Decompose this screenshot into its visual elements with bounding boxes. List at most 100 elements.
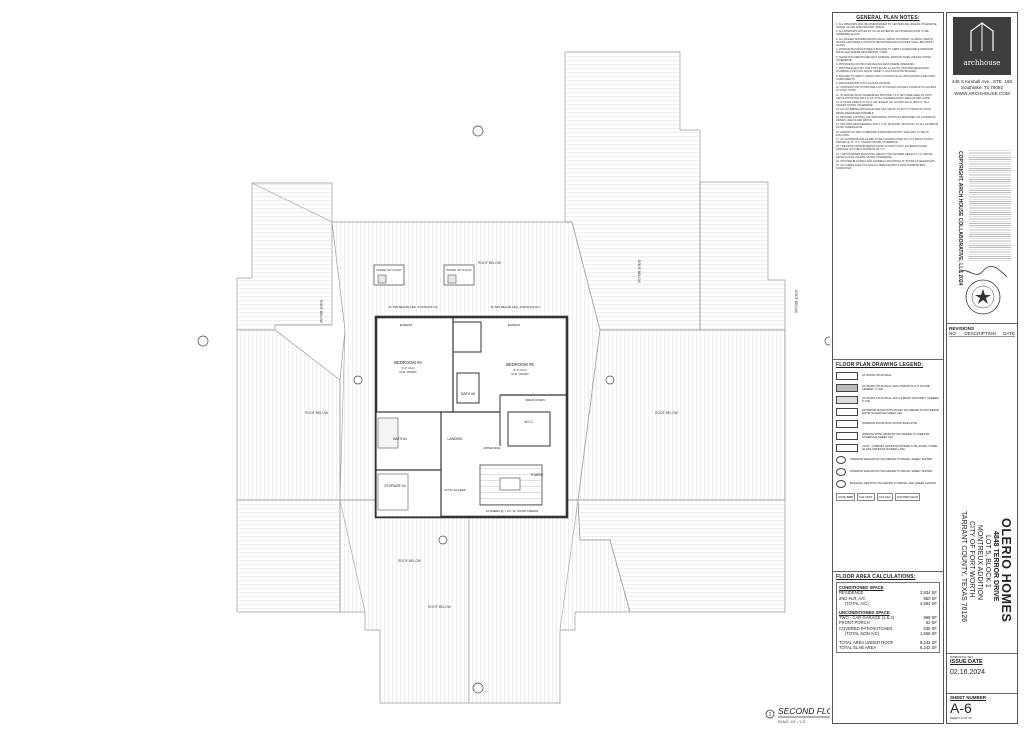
general-note-item: 15. PROVIDE WEATHERSEAL AND 4 X 10" MASO… — [836, 123, 939, 130]
legend-swatch-label: HOSE BIBB — [836, 493, 856, 501]
floor-plan-drawing: INSIDE SKYLIGHT INSIDE SKYLIGHT ROOF BEL… — [197, 51, 830, 724]
roof-below-label-1: ROOF BELOW — [478, 261, 502, 265]
general-note-item: 13. ALL PLUMBING APPLIANCE AND GAS VENTS… — [836, 108, 932, 115]
legend-label: WINDOW WITH WINDOW TAG REFER TO WINDOW S… — [862, 431, 930, 439]
bedroom5-floor: FLR. WOOD — [512, 372, 530, 376]
total-ac-value: 4,684 SF — [920, 601, 937, 607]
logo-text: archhouse — [963, 59, 1001, 67]
project-county: TARRANT COUNTY, TEXAS 76126 — [960, 511, 967, 623]
legend-label: 2X WOOD STUD WALL — [862, 373, 892, 378]
upper-rail-label: UPPER RAIL — [483, 446, 501, 450]
legend-symbol-icon — [836, 396, 858, 404]
general-note-item: 19. THE STANDARD MOUNTING HEIGHT FOR SHO… — [836, 152, 933, 159]
total-nonac-label: (TOTAL NON A/C) — [845, 631, 880, 637]
roof-right-wing — [699, 181, 786, 331]
rev-col-desc: DESCRIPTION — [964, 331, 996, 336]
general-note-item: 3. ALL HINGED SHOWER DOORS SHALL SWING O… — [836, 37, 935, 47]
legend-symbol-icon — [836, 468, 846, 476]
area-row-residence-label: RESIDENCE — [839, 590, 864, 596]
issue-date: 02.16.2024 — [950, 669, 986, 676]
dormer-left-label: INSIDE SKYLIGHT — [376, 268, 402, 272]
rev-col-date: DATE — [1003, 331, 1015, 336]
general-note-item: 1. ALL WINDOWS WILL BE DIMENSIONED TO CE… — [836, 23, 937, 30]
legend-item: EXTERIOR DOOR WITH DOOR TAG REFER TO EXT… — [836, 406, 940, 418]
general-note-item: 12. IF PLATE HEIGHT IS 10'-0" OR HIGHER,… — [836, 101, 930, 108]
legend-symbol-icon — [836, 444, 858, 452]
project-city: CITY OF FORT WORTH — [968, 521, 975, 598]
drawing-title-block: 1 SECOND FLOOR - NOTE PLAN SCALE: 1/4" =… — [765, 706, 830, 724]
area-row-porch-label: FRONT PORCH — [839, 620, 870, 626]
copyright-fine-print — [969, 149, 1011, 261]
general-note-item: 5. THESE DOCUMENTS REFLECT NOMINAL WINDO… — [836, 55, 932, 62]
drawing-scale: SCALE: 1/4" = 1'-0" — [778, 720, 806, 724]
bath4-label: BATH #4 — [393, 437, 407, 441]
archhouse-logo: archhouse — [953, 17, 1011, 75]
slab-label: TOTAL SLAB AREA — [839, 645, 877, 651]
legend-item: INTERIOR DOOR WITH DOOR SIZE NOTE — [836, 418, 940, 430]
bedroom4-floor: FLR. WOOD — [400, 370, 418, 374]
general-note-item: 11. IN VENTED ROOF ASSEMBLIES PROVIDE 1 … — [836, 93, 933, 100]
legend-swatch-label: GAS KEY — [876, 493, 893, 501]
general-note-item: 6. PROVIDE BLOCKING FOR CEILING FANS WHE… — [836, 62, 915, 66]
general-notes-list: 1. ALL WINDOWS WILL BE DIMENSIONED TO CE… — [836, 23, 940, 171]
closet-label: W.I.C. — [524, 420, 533, 424]
legend-item: 2X WOOD STUD WALL WITH A BRICK MASONRY V… — [836, 394, 940, 406]
submittal-label: SUBMITTAL SET — [950, 655, 974, 659]
sheet-number-panel: SHEET NUMBER A-6 SHEET 6 OF 16 — [947, 693, 1017, 721]
legend-symbol-icon — [836, 408, 858, 416]
general-note-item: 18. THE DROP FROM INTERIOR FINISH FLOOR … — [836, 145, 928, 152]
legend-item: 2X WOOD STUD WALL — [836, 370, 940, 382]
legend-symbol-icon — [836, 456, 846, 464]
total-nonac-value: 1,558 SF — [920, 631, 937, 637]
area-row-2nd-label: 2ND FLR. A/C — [839, 595, 866, 601]
general-notes: GENERAL PLAN NOTES: 1. ALL WINDOWS WILL … — [833, 13, 943, 359]
roof-below-label-6: ROOF BELOW — [319, 300, 323, 324]
under-roof-label: TOTAL AREA UNDER ROOF — [839, 639, 894, 645]
general-note-item: 17. ALL EXTERIOR WALLS ARE TO BE CONSTRU… — [836, 137, 934, 144]
legend-panel: FLOOR PLAN DRAWING LEGEND: 2X WOOD STUD … — [833, 359, 943, 571]
legend-item: COOL / CABINET (WINDOW DIVIDED LITE) FIX… — [836, 442, 940, 454]
general-note-item: 9. WEATHERSTRIP ATTIC ACCESS DOOR(S). — [836, 82, 892, 85]
legend-symbol-icon — [836, 372, 858, 380]
window-note-left: 12" MIN BELOW CEIL. FOR ROOF A/C — [388, 305, 437, 309]
area-calc-title: FLOOR AREA CALCULATIONS: — [836, 574, 916, 580]
firm-website: WWW.ARCHHOUSE.COM — [954, 91, 1010, 96]
roof-right-lower — [577, 329, 786, 501]
house-logo-icon — [970, 22, 994, 51]
general-notes-title: GENERAL PLAN NOTES: — [856, 15, 920, 21]
general-note-item: 7. PROVIDE ELECTRIC FOR POOL EQUIP. & LI… — [836, 67, 930, 74]
under-roof-value: 6,242 SF — [920, 639, 937, 645]
legend-label: INTERIOR ELEVATION TAG REFER TO DETAIL S… — [850, 457, 933, 462]
bedroom4-ceil: 9'-0" CLG — [402, 366, 416, 370]
project-lot: LOT 5, BLOCK 1 — [984, 535, 991, 588]
stairs — [377, 417, 543, 511]
area-row-garage-label: TWO - CAR GARAGE (1 & 2) — [839, 615, 895, 621]
legend-symbol-icon — [836, 432, 858, 440]
unconditioned-title: UNCONDITIONED SPACE — [839, 609, 890, 615]
egress-left: EGRESS — [400, 323, 413, 327]
issue-date-label: ISSUE DATE — [950, 659, 983, 665]
area-row-garage-value: 968 SF — [923, 615, 937, 621]
storage-label: STORAGE #2 — [384, 484, 405, 488]
total-ac-label: (TOTAL A/C) — [845, 601, 869, 607]
client-name: OLERIO HOMES — [999, 518, 1013, 623]
notes-column: GENERAL PLAN NOTES: 1. ALL WINDOWS WILL … — [832, 12, 944, 724]
area-row-patio-value: 538 SF — [923, 625, 937, 631]
legend-list: 2X WOOD STUD WALL 2X WOOD STUD WALL WITH … — [836, 370, 940, 490]
roof-below-label-8: ROOF BELOW — [794, 290, 798, 314]
roof-left-wing — [236, 182, 333, 331]
general-note-item: 8. BUILDER TO VERIFY SIZING AND LOCATION… — [836, 74, 935, 81]
roof-below-label-2: ROOF BELOW — [305, 411, 329, 415]
legend-item: WINDOW WITH WINDOW TAG REFER TO WINDOW S… — [836, 430, 940, 442]
legend-symbol-icon — [836, 480, 846, 488]
roof-bottom-left — [236, 499, 341, 613]
general-note-item: 20. PROVIDE BLOCKING FOR HANDRAIL MOUNTI… — [836, 160, 936, 164]
general-note-item: 2. ALL WINDOWS WITHIN 24" OF AN EXTERIOR… — [836, 30, 929, 37]
legend-symbol-icon — [836, 420, 858, 428]
legend-symbol-icon — [836, 384, 858, 392]
legend-item: INTERIOR ELEVATION TAG REFER TO DETAIL S… — [836, 466, 940, 478]
treads-label: 10 RISERS @ 7 1/2" 11" WOOD TREADS — [486, 509, 539, 513]
roof-below-label-3: ROOF BELOW — [655, 411, 679, 415]
legend-title: FLOOR PLAN DRAWING LEGEND: — [836, 362, 924, 368]
